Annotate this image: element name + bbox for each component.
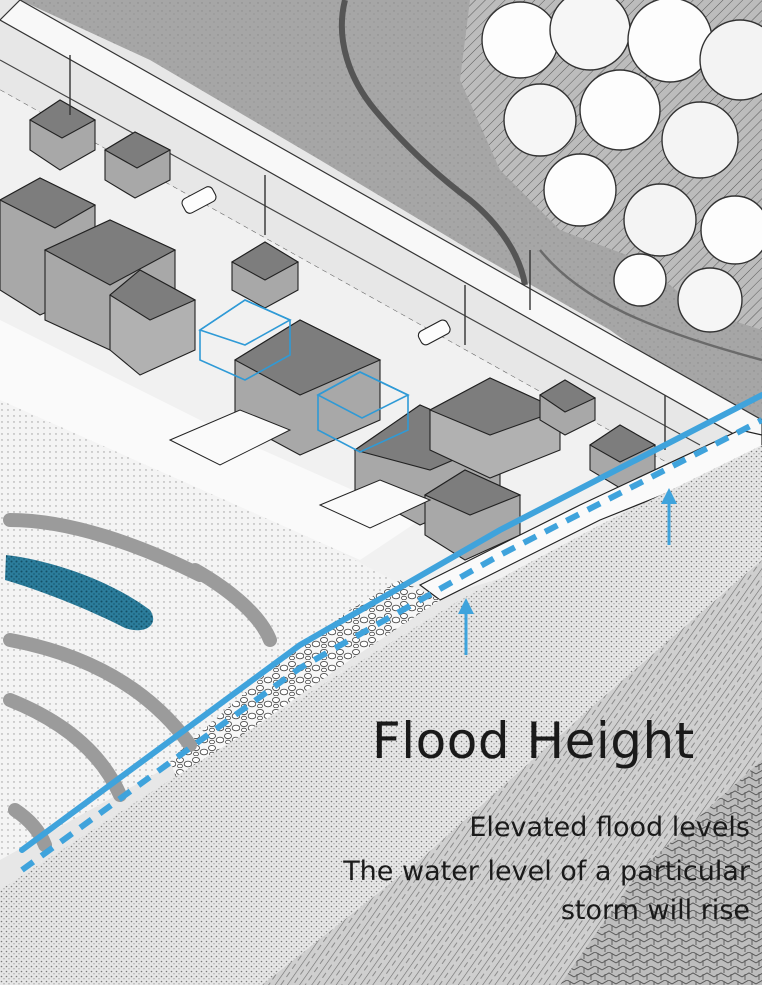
utility-poles (69, 55, 666, 450)
wave-arcs (3, 513, 277, 852)
tree-canopy (460, 0, 762, 333)
caption-line-2: The water level of a particular (343, 856, 750, 887)
marsh-edge (539, 249, 762, 362)
flood-level-arrow-icon (458, 488, 677, 655)
current-flood-line (20, 417, 762, 873)
beach-sand (0, 380, 470, 860)
diagram-title: Flood Height (372, 712, 695, 770)
parked-car (181, 186, 451, 346)
decks (168, 409, 432, 529)
elevated-flood-line (19, 392, 762, 853)
highlighted-houses (198, 299, 410, 453)
caption-line-3: storm will rise (560, 895, 750, 926)
road-edge (0, 59, 701, 446)
road-corridor (0, 0, 762, 451)
marsh-creek (338, 0, 528, 286)
eelgrass-bed (5, 555, 154, 631)
rock-revetment (170, 580, 440, 790)
seawall (418, 429, 762, 601)
subtidal-zone (560, 760, 762, 985)
houses (0, 99, 657, 561)
caption-line-1: Elevated flood levels (469, 812, 750, 843)
